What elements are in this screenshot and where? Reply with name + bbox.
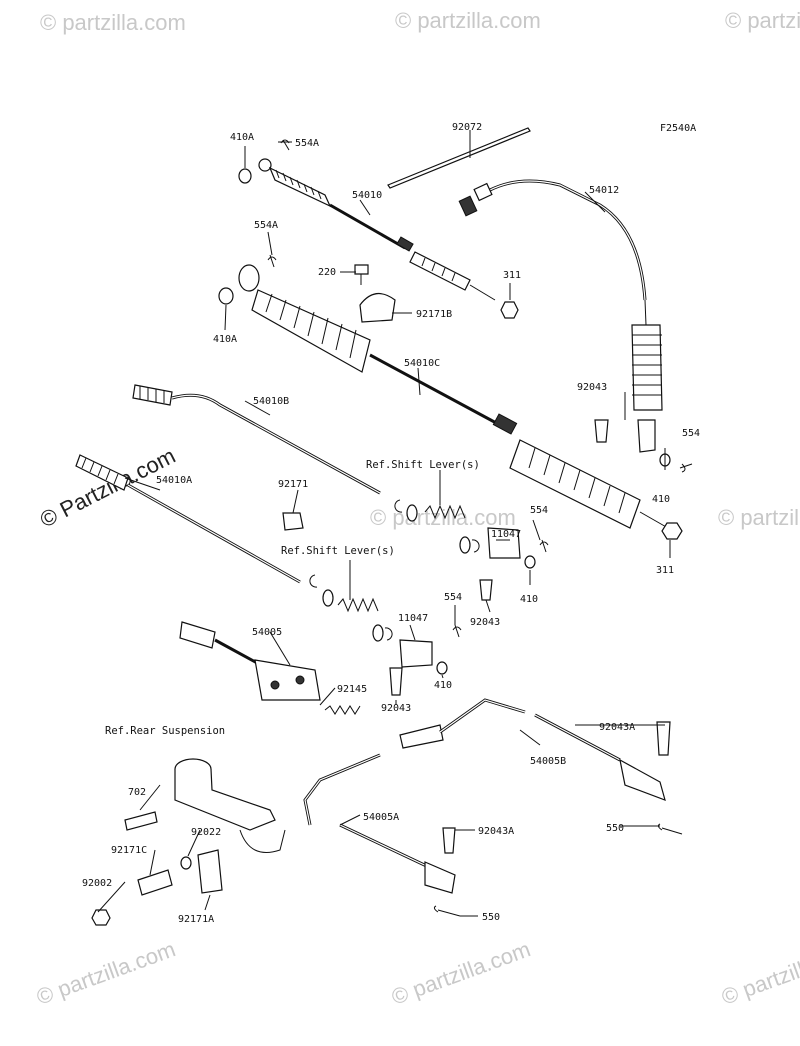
spring-set-lower bbox=[309, 574, 393, 642]
label-702: 702 bbox=[128, 787, 146, 798]
label-92171B: 92171B bbox=[416, 309, 452, 320]
label-92043-lower: 92043 bbox=[381, 703, 411, 714]
watermark-tile: © partzilla.com bbox=[725, 8, 800, 33]
label-554-upper: 554 bbox=[530, 505, 548, 516]
label-54005A: 54005A bbox=[363, 812, 399, 823]
cable-54005 bbox=[179, 621, 321, 701]
label-92043A-bottom: 92043A bbox=[478, 826, 514, 837]
label-54010: 54010 bbox=[352, 190, 382, 201]
label-92043A-top: 92043A bbox=[599, 722, 635, 733]
clip-92171 bbox=[282, 512, 304, 531]
label-554A-top: 554A bbox=[295, 138, 319, 149]
label-554A-mid: 554A bbox=[254, 220, 278, 231]
cotter-pin-550-right bbox=[657, 823, 683, 835]
label-54005: 54005 bbox=[252, 627, 282, 638]
figure-code: F2540A bbox=[660, 123, 696, 134]
label-92171C: 92171C bbox=[111, 845, 147, 856]
pin-554-upper bbox=[539, 539, 549, 553]
pin-554-lower bbox=[452, 624, 462, 638]
ref-shift-lever-upper: Ref.Shift Lever(s) bbox=[366, 459, 480, 471]
washer-92022 bbox=[180, 856, 192, 870]
pin-92043A-top bbox=[656, 721, 671, 756]
label-92171: 92171 bbox=[278, 479, 308, 490]
clamp-92171B bbox=[359, 293, 396, 323]
ref-shift-lever-lower: Ref.Shift Lever(s) bbox=[281, 545, 395, 557]
label-410-upper: 410 bbox=[520, 594, 538, 605]
cable-54010 bbox=[258, 158, 496, 301]
label-220: 220 bbox=[318, 267, 336, 278]
label-54010C: 54010C bbox=[404, 358, 440, 369]
watermark-tile: © partzilla.com bbox=[388, 936, 534, 1009]
pin-554A-mid bbox=[267, 254, 277, 268]
label-54010A: 54010A bbox=[156, 475, 192, 486]
pin-92043-lower bbox=[389, 667, 403, 696]
watermark-tile: © partzilla.com bbox=[718, 505, 800, 530]
label-92043-upper: 92043 bbox=[470, 617, 500, 628]
spring-set-upper bbox=[394, 499, 480, 554]
label-92022: 92022 bbox=[191, 827, 221, 838]
label-54010B: 54010B bbox=[253, 396, 289, 407]
spring-92145 bbox=[324, 705, 361, 715]
cable-54005B bbox=[399, 698, 666, 801]
washer-410A-top bbox=[238, 168, 252, 184]
part-labels: 410A 554A 92072 54010 54012 554A 220 311… bbox=[82, 122, 700, 925]
label-92043-right: 92043 bbox=[577, 382, 607, 393]
label-550-bottom: 550 bbox=[482, 912, 500, 923]
washer-410A-mid bbox=[218, 287, 234, 305]
label-554-lower: 554 bbox=[444, 592, 462, 603]
lever-11047-upper bbox=[487, 527, 521, 559]
watermark-tile: © partzilla.com bbox=[370, 505, 516, 530]
label-554-right: 554 bbox=[682, 428, 700, 439]
bolt-92002 bbox=[91, 909, 111, 926]
cable-54010B bbox=[132, 384, 381, 495]
label-410-right: 410 bbox=[652, 494, 670, 505]
screw-220 bbox=[354, 264, 369, 285]
label-410A-top: 410A bbox=[230, 132, 254, 143]
label-92072: 92072 bbox=[452, 122, 482, 133]
label-410-lower: 410 bbox=[434, 680, 452, 691]
pin-92043-upper bbox=[479, 579, 493, 601]
label-311-top: 311 bbox=[503, 270, 521, 281]
nut-311-top bbox=[500, 301, 519, 319]
watermark-tile: © partzilla.com bbox=[40, 10, 186, 35]
watermark-main: © Partzilla.com bbox=[36, 443, 179, 533]
label-550-right: 550 bbox=[606, 823, 624, 834]
nut-311-bottom bbox=[661, 522, 683, 540]
bracket-92171A bbox=[197, 849, 223, 894]
label-92171A: 92171A bbox=[178, 914, 214, 925]
label-92145: 92145 bbox=[337, 684, 367, 695]
cable-54010C bbox=[238, 264, 669, 529]
washer-410-lower bbox=[436, 661, 448, 675]
shaft-702 bbox=[124, 811, 158, 831]
label-311-bottom: 311 bbox=[656, 565, 674, 576]
pin-92043-right bbox=[594, 419, 609, 443]
cable-54010A bbox=[75, 454, 301, 584]
leader-lines bbox=[97, 130, 671, 917]
label-11047-lower: 11047 bbox=[398, 613, 428, 624]
label-410A-mid: 410A bbox=[213, 334, 237, 345]
label-54005B: 54005B bbox=[530, 756, 566, 767]
tie-strap-92072 bbox=[387, 127, 531, 189]
watermark-tile: © partzilla.com bbox=[33, 936, 179, 1009]
rear-suspension-assembly bbox=[174, 758, 286, 853]
pin-92043A-bottom bbox=[442, 827, 456, 854]
label-54012: 54012 bbox=[589, 185, 619, 196]
label-92002: 92002 bbox=[82, 878, 112, 889]
cable-54012 bbox=[458, 179, 663, 453]
lever-11047-lower bbox=[399, 639, 433, 668]
label-11047-upper: 11047 bbox=[491, 529, 521, 540]
watermark-tile: © partzilla.com bbox=[395, 8, 541, 33]
cotter-pin-550-bottom bbox=[433, 905, 461, 917]
cable-54005A bbox=[303, 753, 456, 894]
clamp-92171C bbox=[137, 869, 173, 896]
pin-554-right bbox=[679, 463, 693, 473]
ref-rear-suspension: Ref.Rear Suspension bbox=[105, 725, 225, 737]
watermark-tile: © partzilla.com bbox=[718, 936, 800, 1009]
washer-410-upper bbox=[524, 555, 536, 569]
